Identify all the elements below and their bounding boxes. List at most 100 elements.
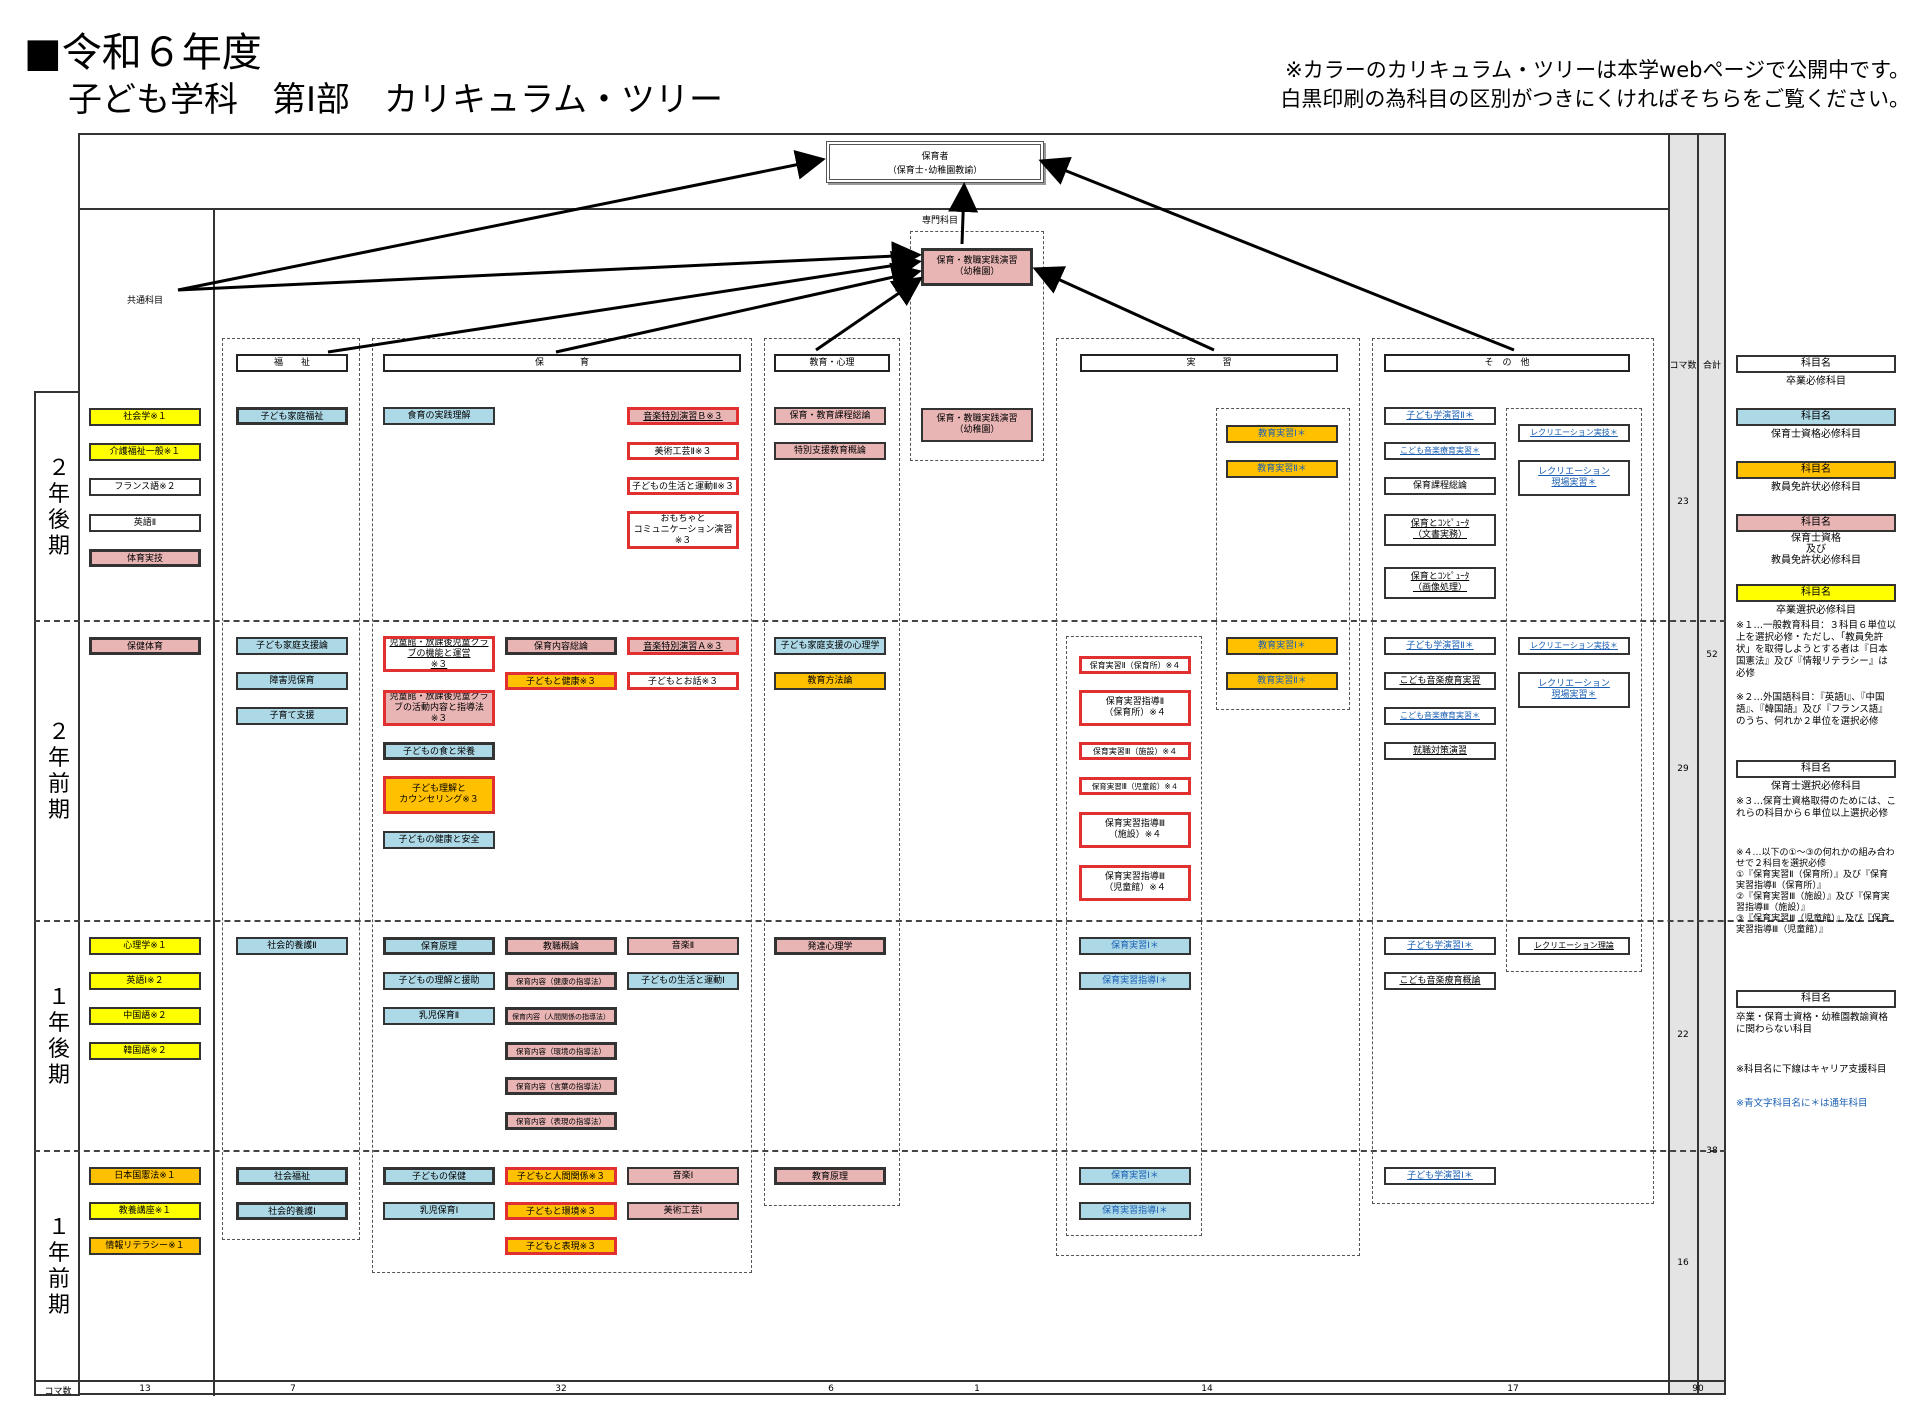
- legend-text-4: 保育士資格 及び 教員免許状必修科目: [1771, 533, 1861, 566]
- subject-j13[interactable]: 保育実習Ⅰ＊: [1079, 1167, 1191, 1185]
- subject-j2[interactable]: 教育実習Ⅱ＊: [1226, 460, 1338, 478]
- subject-f2[interactable]: 子ども家庭支援論: [236, 637, 348, 655]
- subject-o5[interactable]: 保育とｺﾝﾋﾟｭｰﾀ （画像処理）: [1384, 567, 1496, 599]
- subject-r4[interactable]: レクリエーション 現場実習＊: [1518, 672, 1630, 708]
- subject-c4[interactable]: 英語Ⅱ: [89, 514, 201, 532]
- subject-o2[interactable]: こども音楽療育実習＊: [1384, 442, 1496, 460]
- subject-c1[interactable]: 社会学※１: [89, 408, 201, 426]
- subject-c8[interactable]: 英語Ⅰ※２: [89, 972, 201, 990]
- legend-text-6: 保育士選択必修科目: [1771, 781, 1861, 792]
- subject-j7[interactable]: 保育実習Ⅲ（施設）※４: [1079, 742, 1191, 760]
- subject-c7[interactable]: 心理学※１: [89, 937, 201, 955]
- subject-c10[interactable]: 韓国語※２: [89, 1042, 201, 1060]
- subject-k3[interactable]: 子ども家庭支援の心理学: [774, 637, 886, 655]
- subject-j6[interactable]: 保育実習指導Ⅱ （保育所）※４: [1079, 690, 1191, 726]
- subject-j8[interactable]: 保育実習Ⅲ（児童館）※４: [1079, 777, 1191, 795]
- subject-h31[interactable]: 美術工芸Ⅰ: [627, 1202, 739, 1220]
- subject-j3[interactable]: 教育実習Ⅰ＊: [1226, 637, 1338, 655]
- subject-h14[interactable]: 子どもの健康と安全: [383, 831, 495, 849]
- subject-k4[interactable]: 教育方法論: [774, 672, 886, 690]
- subject-o11[interactable]: こども音楽療育概論: [1384, 972, 1496, 990]
- subject-c6[interactable]: 保健体育: [89, 637, 201, 655]
- subject-h21[interactable]: 乳児保育Ⅱ: [383, 1007, 495, 1025]
- page-title: ■令和６年度: [24, 30, 262, 76]
- subject-r5[interactable]: レクリエーション理論: [1518, 937, 1630, 955]
- subject-h9[interactable]: 子どもと健康※３: [505, 672, 617, 690]
- subject-j11[interactable]: 保育実習Ⅰ＊: [1079, 937, 1191, 955]
- subject-k5[interactable]: 発達心理学: [774, 937, 886, 955]
- count-kyotsu: 13: [139, 1384, 151, 1394]
- subject-h30[interactable]: 子どもと環境※３: [505, 1202, 617, 1220]
- subject-h18[interactable]: 子どもの理解と援助: [383, 972, 495, 990]
- subject-h17[interactable]: 音楽Ⅱ: [627, 937, 739, 955]
- subject-f1[interactable]: 子ども家庭福祉: [236, 407, 348, 425]
- subject-h3[interactable]: 美術工芸Ⅱ※３: [627, 442, 739, 460]
- subject-h2[interactable]: 音楽特別演習Ｂ※３: [627, 407, 739, 425]
- subject-h10[interactable]: 子どもとお話※３: [627, 672, 739, 690]
- subject-j10[interactable]: 保育実習指導Ⅲ （児童館）※４: [1079, 865, 1191, 901]
- subject-h8[interactable]: 音楽特別演習Ａ※３: [627, 637, 739, 655]
- subject-c2[interactable]: 介護福祉一般※１: [89, 443, 201, 461]
- subject-c13[interactable]: 情報リテラシー※１: [89, 1237, 201, 1255]
- header-note: ※カラーのカリキュラム・ツリーは本学webページで公開中です。白黒印刷の為科目の…: [1170, 56, 1910, 114]
- subject-j1[interactable]: 教育実習Ⅰ＊: [1226, 425, 1338, 443]
- subject-h20[interactable]: 子どもの生活と運動Ⅰ: [627, 972, 739, 990]
- subject-o6[interactable]: 子ども学演習Ⅱ＊: [1384, 637, 1496, 655]
- subject-c11[interactable]: 日本国憲法※１: [89, 1167, 201, 1185]
- subject-f3[interactable]: 障害児保育: [236, 672, 348, 690]
- subject-practice-top[interactable]: 保育・教職実践演習（幼稚園）: [921, 248, 1033, 286]
- subject-o3[interactable]: 保育課程総論: [1384, 477, 1496, 495]
- count-fukushi: 7: [290, 1384, 296, 1394]
- subject-h26[interactable]: 子どもの保健: [383, 1167, 495, 1185]
- subject-o10[interactable]: 子ども学演習Ⅰ＊: [1384, 937, 1496, 955]
- subject-c12[interactable]: 教養講座※１: [89, 1202, 201, 1220]
- subject-j12[interactable]: 保育実習指導Ⅰ＊: [1079, 972, 1191, 990]
- subject-o9[interactable]: 就職対策演習: [1384, 742, 1496, 760]
- subject-f5[interactable]: 社会的養護Ⅱ: [236, 937, 348, 955]
- subject-h25[interactable]: 保育内容（表現の指導法）: [505, 1112, 617, 1130]
- subject-h6[interactable]: 児童館・放課後児童クラブの機能と運営 ※３: [383, 636, 495, 672]
- subject-h7[interactable]: 保育内容総論: [505, 637, 617, 655]
- subject-h27[interactable]: 子どもと人間関係※３: [505, 1167, 617, 1185]
- subject-h4[interactable]: 子どもの生活と運動Ⅱ※３: [627, 477, 739, 495]
- subject-o12[interactable]: 子ども学演習Ⅰ＊: [1384, 1167, 1496, 1185]
- subject-o1[interactable]: 子ども学演習Ⅱ＊: [1384, 407, 1496, 425]
- subject-r3[interactable]: レクリエーション実技＊: [1518, 637, 1630, 655]
- subject-f7[interactable]: 社会的養護Ⅰ: [236, 1202, 348, 1220]
- subject-h22[interactable]: 保育内容（人間関係の指導法）: [505, 1007, 617, 1025]
- top-box-line2: （保育士･幼稚園教諭）: [887, 166, 983, 176]
- subject-h32[interactable]: 子どもと表現※３: [505, 1237, 617, 1255]
- subject-h13[interactable]: 子ども理解と カウンセリング※３: [383, 776, 495, 814]
- subject-h19[interactable]: 保育内容（健康の指導法）: [505, 972, 617, 990]
- subject-h28[interactable]: 音楽Ⅰ: [627, 1167, 739, 1185]
- subject-h16[interactable]: 教職概論: [505, 937, 617, 955]
- subject-k1[interactable]: 保育・教育課程総論: [774, 407, 886, 425]
- subject-o7[interactable]: こども音楽療育実習: [1384, 672, 1496, 690]
- subject-o8[interactable]: こども音楽療育実習＊: [1384, 707, 1496, 725]
- subject-h12[interactable]: 子どもの食と栄養: [383, 742, 495, 760]
- subject-h15[interactable]: 保育原理: [383, 937, 495, 955]
- subject-r1[interactable]: レクリエーション実技＊: [1518, 424, 1630, 442]
- subject-h5[interactable]: おもちゃと コミュニケーション演習 ※３: [627, 511, 739, 549]
- subject-j4[interactable]: 教育実習Ⅱ＊: [1226, 672, 1338, 690]
- subject-c9[interactable]: 中国語※２: [89, 1007, 201, 1025]
- subject-h1[interactable]: 食育の実践理解: [383, 407, 495, 425]
- subject-h23[interactable]: 保育内容（環境の指導法）: [505, 1042, 617, 1060]
- subject-j14[interactable]: 保育実習指導Ⅰ＊: [1079, 1202, 1191, 1220]
- sem-line-2: [34, 920, 1894, 922]
- subject-f6[interactable]: 社会福祉: [236, 1167, 348, 1185]
- subject-h29[interactable]: 乳児保育Ⅰ: [383, 1202, 495, 1220]
- subject-j5[interactable]: 保育実習Ⅱ（保育所）※４: [1079, 656, 1191, 674]
- subject-r2[interactable]: レクリエーション 現場実習＊: [1518, 460, 1630, 496]
- subject-o4[interactable]: 保育とｺﾝﾋﾟｭｰﾀ （文書実務）: [1384, 514, 1496, 546]
- subject-c3[interactable]: フランス語※２: [89, 478, 201, 496]
- subject-k2[interactable]: 特別支援教育概論: [774, 442, 886, 460]
- subject-j9[interactable]: 保育実習指導Ⅲ （施設）※４: [1079, 812, 1191, 848]
- count-label: コマ数: [44, 1387, 72, 1397]
- subject-k6[interactable]: 教育原理: [774, 1167, 886, 1185]
- subject-h24[interactable]: 保育内容（言葉の指導法）: [505, 1077, 617, 1095]
- subject-c5[interactable]: 体育実技: [89, 549, 201, 567]
- subject-f4[interactable]: 子育て支援: [236, 707, 348, 725]
- subject-h11[interactable]: 児童館・放課後児童クラブの活動内容と指導法 ※３: [383, 690, 495, 726]
- subject-p1[interactable]: 保育・教職実践演習 （幼稚園）: [921, 408, 1033, 442]
